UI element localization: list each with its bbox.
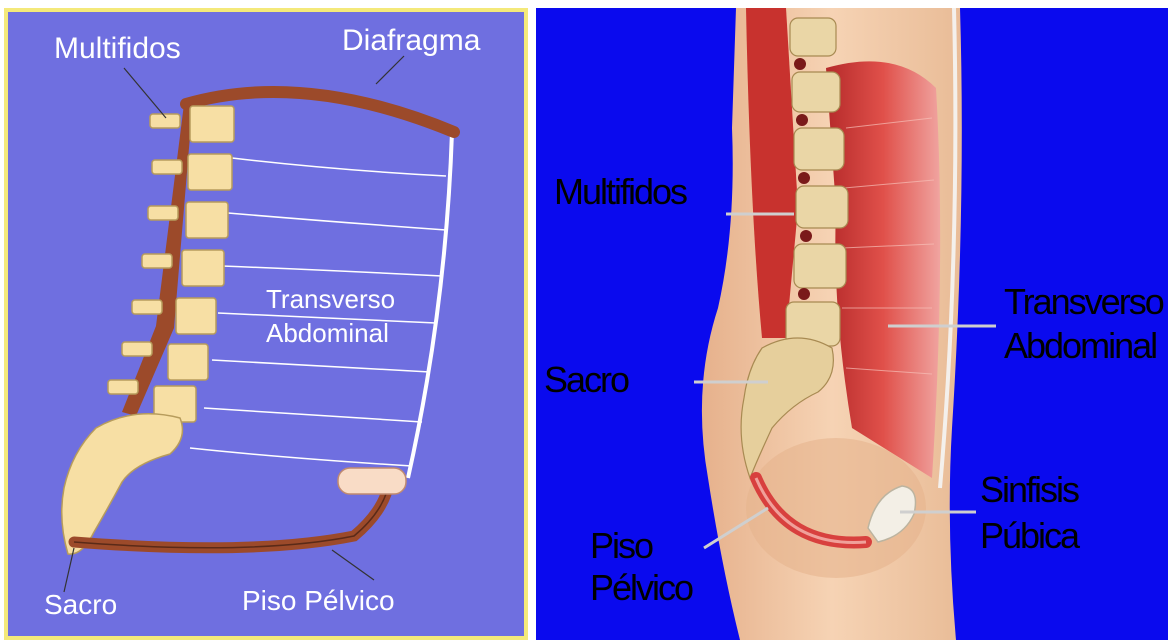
vertebra: [182, 250, 224, 286]
label-piso: Piso: [590, 525, 653, 566]
label-multifidos-right: Multifidos: [554, 171, 687, 212]
anatomical-illustration: Multifidos Transverso Abdominal Sacro Si…: [536, 8, 1168, 640]
spinous-process: [122, 342, 152, 356]
label-sacro: Sacro: [44, 589, 117, 620]
schematic-svg: Multifidos Diafragma Transverso Abdomina…: [4, 8, 528, 640]
anatomy-svg: Multifidos Transverso Abdominal Sacro Si…: [536, 8, 1168, 640]
label-piso-pelvico: Piso Pélvico: [242, 585, 395, 616]
vertebra: [188, 154, 232, 190]
label-pubica: Púbica: [980, 515, 1081, 556]
label-pelvico: Pélvico: [590, 567, 693, 608]
schematic-core-diagram: Multifidos Diafragma Transverso Abdomina…: [4, 8, 528, 640]
spinous-process: [148, 206, 178, 220]
label-sinfisis: Sinfisis: [980, 469, 1079, 510]
spinous-process: [108, 380, 138, 394]
spinous-process: [152, 160, 182, 174]
label-diafragma: Diafragma: [342, 24, 481, 57]
label-multifidos: Multifidos: [54, 32, 181, 65]
label-abdominal-right: Abdominal: [1004, 325, 1156, 366]
vertebra: [176, 298, 216, 334]
spinous-process: [132, 300, 162, 314]
vertebra: [186, 202, 228, 238]
vertebra: [168, 344, 208, 380]
label-transverso: Transverso: [266, 284, 395, 314]
label-abdominal: Abdominal: [266, 318, 389, 348]
label-sacro-right: Sacro: [544, 359, 629, 400]
vertebra: [190, 106, 234, 142]
spinous-process: [142, 254, 172, 268]
label-transverso-right: Transverso: [1004, 281, 1164, 322]
pubic-symphysis: [338, 468, 406, 494]
